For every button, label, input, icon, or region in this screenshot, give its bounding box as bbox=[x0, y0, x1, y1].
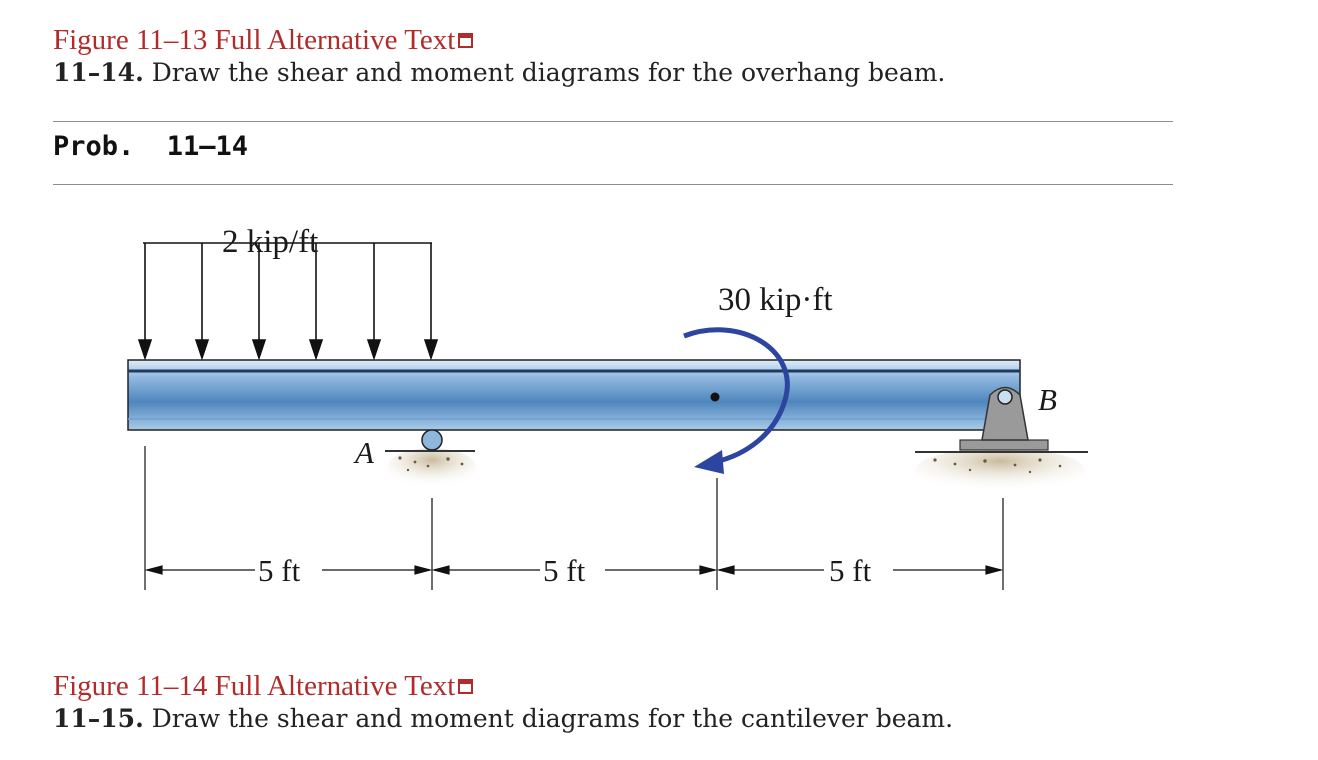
couple-moment-arrow bbox=[683, 327, 790, 474]
prob-label: Prob. 11–14 bbox=[53, 131, 249, 162]
roller-support-a bbox=[385, 429, 477, 488]
problem-text: Draw the shear and moment diagrams for t… bbox=[143, 58, 946, 87]
link-label: Figure 11–14 Full Alternative Text bbox=[53, 670, 456, 702]
figure-11-13-link[interactable]: Figure 11–13 Full Alternative Text bbox=[53, 24, 474, 57]
moment-point bbox=[710, 392, 720, 402]
support-a-label: A bbox=[353, 435, 375, 470]
divider-top bbox=[53, 121, 1173, 122]
divider-bottom bbox=[53, 184, 1173, 185]
external-link-icon bbox=[458, 679, 474, 694]
problem-text: Draw the shear and moment diagrams for t… bbox=[143, 704, 954, 733]
external-link-icon bbox=[458, 33, 474, 48]
moment-label: 30 kip·ft bbox=[718, 282, 833, 318]
problem-number: 11–14. bbox=[53, 58, 144, 87]
load-label: 2 kip/ft bbox=[222, 224, 318, 260]
beam bbox=[127, 359, 1021, 431]
beam-figure: 2 kip/ft 30 kip·ft A B bbox=[127, 224, 1088, 590]
problem-11-14: 11–14. Draw the shear and moment diagram… bbox=[53, 58, 945, 87]
problem-11-15: 11–15. Draw the shear and moment diagram… bbox=[53, 704, 953, 733]
dimension-label-2: 5 ft bbox=[543, 553, 586, 588]
problem-number: 11–15. bbox=[53, 704, 144, 733]
link-label: Figure 11–13 Full Alternative Text bbox=[53, 24, 456, 56]
dimension-lines bbox=[144, 446, 1004, 590]
dimension-label-3: 5 ft bbox=[829, 553, 872, 588]
dimension-label-1: 5 ft bbox=[258, 553, 301, 588]
distributed-load bbox=[137, 242, 439, 361]
pin-support-b bbox=[915, 386, 1088, 492]
support-b-label: B bbox=[1038, 382, 1057, 417]
figure-11-14-link[interactable]: Figure 11–14 Full Alternative Text bbox=[53, 670, 474, 703]
